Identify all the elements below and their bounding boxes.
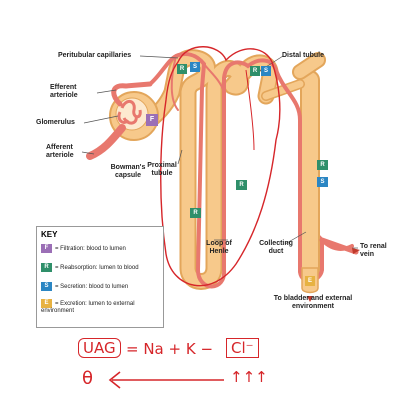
label-afferent: Afferent arteriole [46,144,74,159]
label-efferent: Efferent arteriole [50,84,78,99]
key-legend: KEY F= Filtration: blood to lumen R= Rea… [36,226,164,328]
key-badge-reabsorption: R [41,263,52,272]
handwritten-up-arrows: ↑↑↑ [230,368,268,386]
handwritten-theta: θ [82,368,94,389]
arrow-bladder [307,296,313,302]
label-glomerulus: Glomerulus [36,119,75,126]
secretion-badge-distal: S [261,66,271,76]
capillary-thin [170,55,225,111]
key-title: KEY [41,230,58,239]
key-badge-secretion: S [41,282,52,291]
glomerulus [117,100,142,125]
key-text-excretion: = Excretion: lumen to external environme… [41,301,135,315]
flow-arrows [307,248,360,302]
reabsorption-badge-distal: R [250,66,260,76]
arrow-renal-vein [352,248,360,254]
label-proximal: Proximal tubule [147,162,177,177]
key-text-secretion: = Secretion: blood to lumen [55,284,129,291]
secretion-badge-duct: S [317,177,328,187]
label-bowman: Bowman's capsule [110,164,146,179]
key-item-reabsorption: R= Reabsorption: lumen to blood [41,263,139,272]
hand-drawn-stroke [245,69,255,151]
efferent-arteriole [111,81,153,107]
key-badge-filtration: F [41,244,52,253]
filtration-badge: F [146,114,158,126]
label-loop: Loop of Henle [206,240,232,255]
key-item-excretion: E= Excretion: lumen to external environm… [41,299,159,315]
handwritten-uag: UAG [78,338,121,358]
secretion-badge-proximal: S [190,62,200,72]
reabsorption-badge-loop-down: R [190,208,201,218]
vein-end [319,237,359,255]
label-collecting: Collecting duct [259,240,293,255]
handwritten-equation: = Na + K − [126,340,214,358]
reabsorption-badge-duct: R [317,160,328,170]
reabsorption-badge-loop-up: R [236,180,247,190]
key-item-filtration: F= Filtration: blood to lumen [41,244,126,253]
reabsorption-badge-proximal: R [177,64,187,74]
handwritten-cl: Cl⁻ [226,338,259,358]
leader-lines [81,55,358,249]
afferent-arteriole [86,124,126,160]
label-bladder: To bladder and external environment [273,295,353,310]
hand-drawn-loop [160,46,281,287]
label-distal: Distal tubule [282,52,325,59]
key-text-reabsorption: = Reabsorption: lumen to blood [55,265,139,272]
label-peritubular: Peritubular capillaries [58,52,132,59]
key-item-secretion: S= Secretion: blood to lumen [41,282,128,291]
excretion-badge: E [305,276,315,286]
key-badge-excretion: E [41,299,52,308]
key-text-filtration: = Filtration: blood to lumen [55,246,126,253]
label-renal-vein: To renal vein [360,243,387,258]
